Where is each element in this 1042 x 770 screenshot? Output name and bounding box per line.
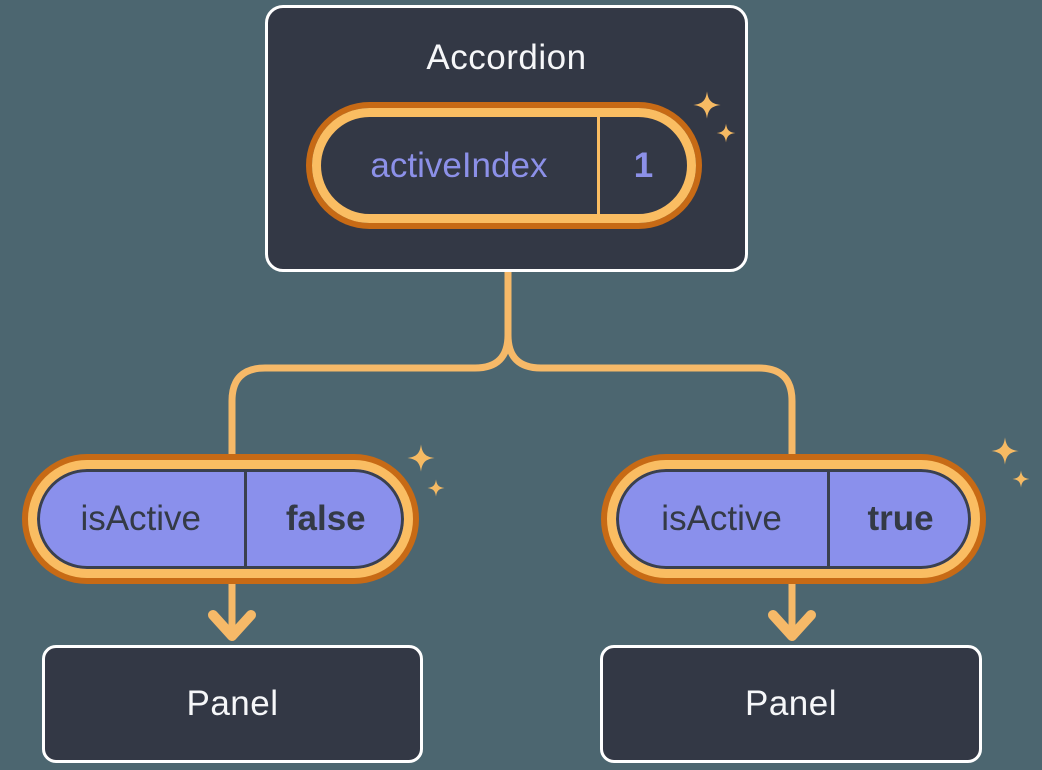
pill-divider bbox=[244, 469, 248, 569]
prop-name-label: isActive bbox=[661, 499, 782, 538]
panel-title: Panel bbox=[744, 684, 838, 723]
sparkle-icon bbox=[693, 91, 721, 119]
sparkle-icon bbox=[716, 123, 736, 143]
arrow-down-icon-left bbox=[208, 610, 256, 641]
sparkle-icon bbox=[407, 444, 435, 472]
sparkle-icon bbox=[991, 437, 1019, 465]
pill-divider bbox=[827, 469, 831, 569]
panel-box-right: Panel bbox=[600, 645, 982, 763]
state-value-label: 1 bbox=[633, 145, 654, 185]
prop-name-label: isActive bbox=[80, 499, 202, 538]
panel-title: Panel bbox=[186, 684, 279, 723]
prop-value-label: true bbox=[867, 499, 934, 538]
prop-pill-isactive-true: isActive true bbox=[607, 460, 980, 578]
sparkle-icon bbox=[427, 479, 445, 497]
accordion-component-box: Accordion activeIndex 1 bbox=[265, 5, 748, 272]
panel-box-left: Panel bbox=[42, 645, 423, 763]
sparkle-icon bbox=[1012, 470, 1030, 488]
connector-right-branch bbox=[504, 272, 796, 630]
arrow-down-icon-right bbox=[768, 610, 816, 641]
pill-divider bbox=[596, 117, 600, 214]
state-pill-activeindex: activeIndex 1 bbox=[312, 108, 696, 223]
state-name-label: activeIndex bbox=[370, 145, 548, 185]
prop-value-label: false bbox=[285, 499, 366, 538]
prop-pill-isactive-false: isActive false bbox=[28, 460, 413, 578]
component-title: Accordion bbox=[426, 38, 587, 77]
